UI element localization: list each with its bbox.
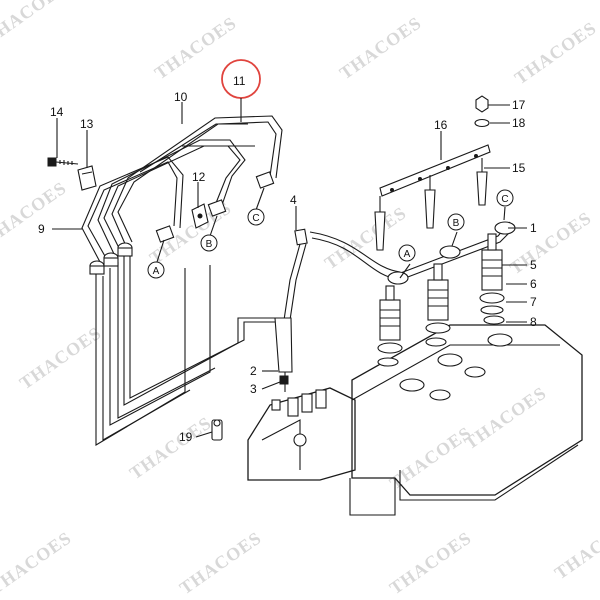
watermark: THACOES xyxy=(461,382,550,453)
engine-block xyxy=(247,324,583,516)
callout-2: 2 xyxy=(250,364,257,378)
watermark: THACOES xyxy=(0,177,70,248)
connector-label: B xyxy=(453,218,460,229)
connector-label: C xyxy=(501,194,508,205)
watermark: THACOES xyxy=(151,12,240,83)
callout-12: 12 xyxy=(192,170,206,184)
watermark: THACOES xyxy=(126,412,215,483)
glow-plug-bus-bar xyxy=(379,144,491,197)
connector-label: A xyxy=(404,249,411,260)
callout-1: 1 xyxy=(530,221,537,235)
connector-label: C xyxy=(252,213,259,224)
watermark: THACOES xyxy=(0,527,75,598)
injector xyxy=(425,263,451,347)
callout-18: 18 xyxy=(512,116,526,130)
watermark: THACOES xyxy=(551,512,600,583)
injector xyxy=(479,233,505,325)
connector-label: B xyxy=(206,239,213,250)
watermark: THACOES xyxy=(176,527,265,598)
watermark: THACOES xyxy=(506,207,595,278)
connector-label: A xyxy=(153,266,160,277)
injector-assembly xyxy=(374,95,516,367)
callout-8: 8 xyxy=(530,315,537,329)
callout-16: 16 xyxy=(434,118,448,132)
callout-9: 9 xyxy=(38,222,45,236)
callout-14: 14 xyxy=(50,105,64,119)
watermark: THACOES xyxy=(386,527,475,598)
callout-11: 11 xyxy=(233,74,246,88)
injector xyxy=(377,285,403,367)
callout-17: 17 xyxy=(512,98,526,112)
callout-19: 19 xyxy=(179,430,193,444)
callout-5: 5 xyxy=(530,258,537,272)
callout-6: 6 xyxy=(530,277,537,291)
watermark: THACOES xyxy=(511,17,600,88)
callout-4: 4 xyxy=(290,193,297,207)
bolt xyxy=(47,157,79,167)
watermark: THACOES xyxy=(336,12,425,83)
pipe-clamp xyxy=(77,165,97,191)
callout-numbers: 1 2 3 4 5 6 7 8 9 10 11 12 13 14 15 16 1… xyxy=(38,74,537,444)
callout-10: 10 xyxy=(174,90,188,104)
callout-3: 3 xyxy=(250,382,257,396)
callout-15: 15 xyxy=(512,161,526,175)
connector-markers: A B C A B C xyxy=(147,189,514,279)
callout-13: 13 xyxy=(80,117,94,131)
retaining-clip xyxy=(211,419,223,441)
callout-7: 7 xyxy=(530,295,537,309)
watermark: THACOES xyxy=(16,322,105,393)
leader-lines xyxy=(52,98,527,438)
watermark: THACOES xyxy=(0,0,70,48)
